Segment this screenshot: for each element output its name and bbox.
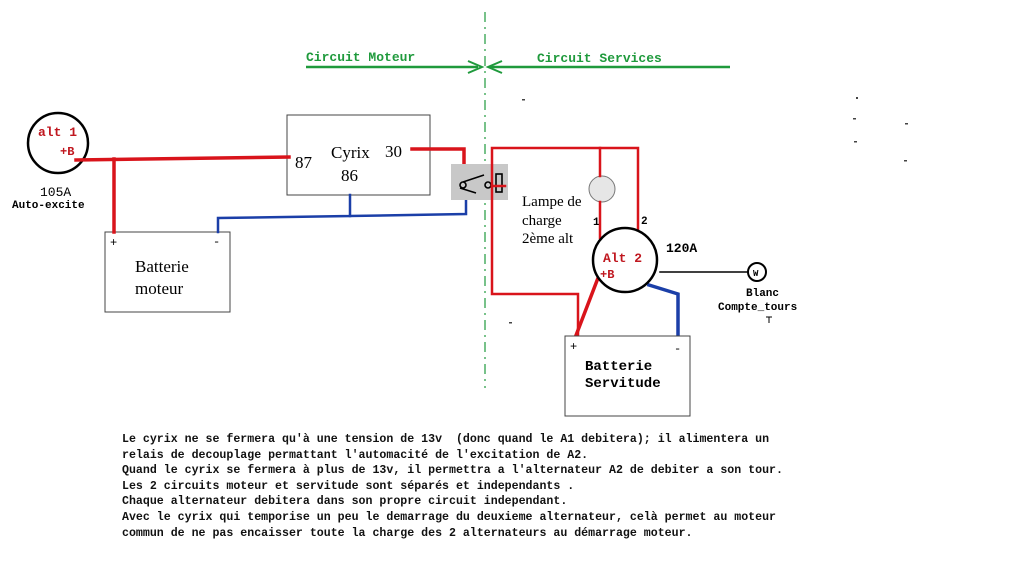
cyrix-relay xyxy=(286,114,431,196)
w-label-line1: Blanc xyxy=(746,288,779,300)
note-line: Avec le cyrix qui temporise un peu le de… xyxy=(122,510,776,524)
moteur-arrow-head xyxy=(467,60,485,74)
cyrix-terminal-30: 30 xyxy=(385,142,402,161)
services-arrow-head xyxy=(485,60,503,74)
wire-alt2-plus-to-batt xyxy=(572,275,601,341)
alt1-note: Auto-excite xyxy=(12,200,85,212)
alt1-name: alt 1 xyxy=(38,125,77,140)
alt2-terminal-2: 2 xyxy=(641,216,648,228)
wire-relay-to-batt-servitude xyxy=(490,184,580,342)
decoupling-relay xyxy=(451,164,508,200)
batterie-moteur-minus: - xyxy=(213,235,220,249)
lampe-de-charge-bulb xyxy=(588,175,616,203)
batterie-moteur-line2: moteur xyxy=(135,279,183,298)
cyrix-terminal-86: 86 xyxy=(341,166,358,185)
alt1-plus-label: +B xyxy=(60,145,74,159)
batterie-moteur-line1: Batterie xyxy=(135,257,189,276)
note-line: Chaque alternateur debitera dans son pro… xyxy=(122,495,568,509)
alt2-amps: 120A xyxy=(666,241,697,256)
wire-alt1-to-87 xyxy=(74,155,291,162)
note-line: Quand le cyrix se fermera à plus de 13v,… xyxy=(122,464,783,478)
lampe-line1: Lampe de xyxy=(522,194,582,210)
batterie-servitude xyxy=(564,335,691,417)
w-terminal-label: W xyxy=(753,269,759,279)
note-line: Les 2 circuits moteur et servitude sont … xyxy=(122,479,575,493)
alt2-symbol xyxy=(591,226,659,294)
wire-batt-moteur-neg xyxy=(216,193,352,234)
wire-alt2-neg-to-batt xyxy=(646,282,680,340)
lampe-line3: 2ème alt xyxy=(522,231,574,247)
batterie-servitude-line2: Servitude xyxy=(585,376,661,392)
note-line: commun de ne pas encaisser toute la char… xyxy=(122,526,693,540)
batterie-moteur-plus: + xyxy=(110,236,117,250)
lampe-line2: charge xyxy=(522,213,562,229)
batterie-servitude-line1: Batterie xyxy=(585,359,652,375)
header-circuit-services: Circuit Services xyxy=(537,51,662,66)
batterie-moteur xyxy=(104,231,231,313)
batterie-servitude-plus: + xyxy=(570,340,577,354)
w-label-line2: Compte_tours xyxy=(718,302,797,314)
batterie-servitude-minus: - xyxy=(674,342,681,356)
explanation-notes: Le cyrix ne se fermera qu'à une tension … xyxy=(122,432,982,541)
cyrix-name: Cyrix xyxy=(331,143,370,162)
note-line: relais de decouplage permattant l'automa… xyxy=(122,448,589,462)
note-line: Le cyrix ne se fermera qu'à une tension … xyxy=(122,433,770,446)
alt2-plus-label: +B xyxy=(600,268,614,282)
alt2-name: Alt 2 xyxy=(603,251,642,266)
wire-relay-to-alt2-2 xyxy=(490,146,640,231)
cyrix-terminal-87: 87 xyxy=(295,153,313,172)
header-circuit-moteur: Circuit Moteur xyxy=(306,50,415,65)
w-terminal-symbol xyxy=(747,262,767,282)
alt1-symbol xyxy=(26,111,90,175)
wire-relay-neg xyxy=(348,194,468,218)
alt2-terminal-1: 1 xyxy=(593,217,600,229)
alt1-amps: 105A xyxy=(40,185,71,200)
